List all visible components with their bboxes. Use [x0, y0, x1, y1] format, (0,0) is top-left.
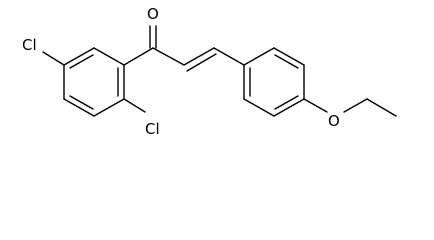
chlorine-bottom-label: Cl	[145, 120, 160, 138]
structure-canvas: Cl Cl O O	[22, 5, 397, 138]
bond-ch2-ch3	[366, 98, 397, 117]
ethoxyphenyl-ring	[243, 47, 305, 117]
bond-beta-ring	[213, 47, 245, 66]
bond-alpha-beta-double	[186, 53, 217, 72]
oxygen-carbonyl-label: O	[147, 5, 159, 23]
bond-c5-cl	[42, 51, 65, 66]
chemical-structure-diagram: Cl Cl O O	[22, 5, 397, 138]
bond-alpha-beta	[183, 47, 215, 66]
bond-carbonyl-alpha	[152, 47, 185, 66]
bond-c2-cl	[123, 98, 146, 113]
oxygen-ether-label: O	[328, 112, 340, 130]
bond-ring-carbonyl	[123, 47, 154, 66]
chlorine-left-label: Cl	[22, 36, 37, 54]
bond-o-ch2	[343, 98, 368, 113]
bond-ring-o	[303, 98, 328, 113]
dichlorophenyl-ring	[63, 47, 125, 117]
